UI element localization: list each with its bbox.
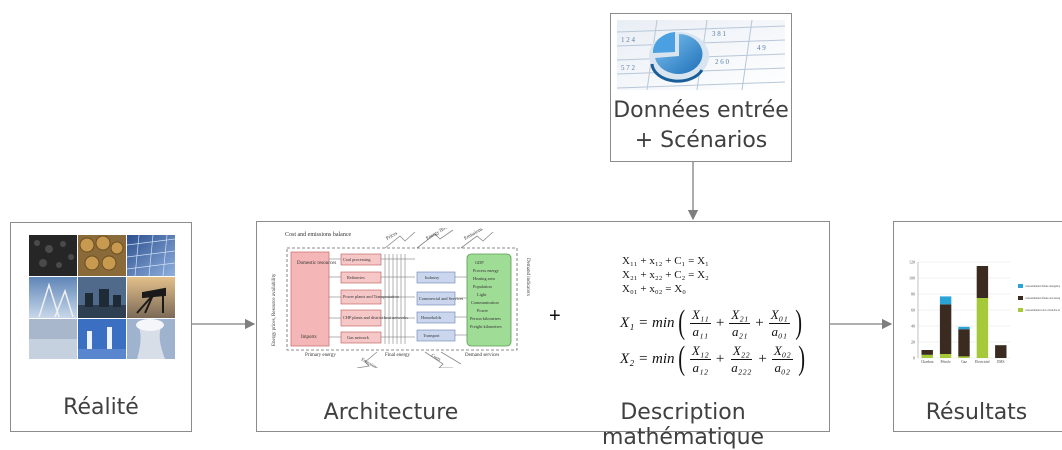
chart-legend-label: consommation finale énergétique (1025, 285, 1060, 288)
chart-legend-label: consommation finale non énergétique (1025, 297, 1060, 300)
svg-text:Prices: Prices (386, 231, 399, 241)
svg-text:Primary energy: Primary energy (305, 353, 336, 358)
arch-top-arrows (384, 229, 494, 249)
results-caption: Résultats (925, 400, 1028, 425)
chart-bar-segment (976, 298, 989, 358)
svg-text:Power plants and Transportatio: Power plants and Transportation (343, 294, 400, 299)
arch-frame (286, 247, 518, 351)
model-box: Cost and emissions balance Prices Energy… (256, 221, 830, 450)
chart-legend-swatch (1018, 284, 1023, 288)
equation-1: X₁₁ + x₁₂ + C₁ = X₁ (622, 255, 709, 267)
chart-bar-segment (958, 329, 970, 357)
svg-text:Power: Power (477, 308, 489, 313)
chart-bar-segment (995, 345, 1007, 358)
chart-ytick-label: 80 (911, 292, 915, 297)
balance-equations: X₁₁ + x₁₂ + C₁ = X₁ X₂₁ + x₂₂ + C₂ = X₂ … (622, 254, 709, 296)
svg-text:Light: Light (477, 292, 487, 297)
energy-photos-mosaic (29, 235, 175, 359)
svg-text:Energy flows: Energy flows (426, 228, 452, 242)
equation-3: X₀₁ + x₀₂ = X₀ (622, 283, 686, 295)
arch-process-boxes (340, 253, 382, 344)
architecture-caption: Architecture (323, 400, 459, 425)
svg-text:4 9: 4 9 (757, 44, 766, 52)
svg-text:Coal processing: Coal processing (343, 257, 371, 262)
svg-text:1 2 4: 1 2 4 (621, 36, 636, 44)
arch-sector-boxes (416, 271, 456, 342)
svg-text:5 7 2: 5 7 2 (621, 64, 636, 72)
svg-text:Freight kilometres: Freight kilometres (470, 324, 502, 329)
svg-text:Communication: Communication (471, 300, 500, 305)
chart-bar-segment (939, 304, 952, 354)
svg-text:Gas network: Gas network (347, 335, 370, 340)
svg-text:Households: Households (421, 315, 442, 320)
chart-bar-segment (921, 354, 933, 358)
svg-text:Commercial and Services: Commercial and Services (419, 296, 463, 301)
arch-services-block (466, 253, 512, 347)
chart-category-label: Charbon (921, 360, 934, 364)
reality-caption: Réalité (63, 395, 139, 420)
chart-category-label: EMS (997, 360, 1004, 364)
svg-text:Industry: Industry (425, 275, 440, 280)
svg-text:Energy prices, Resource availa: Energy prices, Resource availability (272, 273, 277, 346)
svg-text:Domestic resources: Domestic resources (297, 261, 336, 266)
chart-ytick-label: 0 (913, 356, 915, 361)
arch-domestic-block (290, 251, 330, 347)
svg-text:Population: Population (473, 284, 492, 289)
svg-text:Heating area: Heating area (473, 276, 495, 281)
chart-ytick-label: 120 (909, 260, 915, 265)
chart-legend-swatch (1018, 296, 1023, 300)
arch-connector-lines (329, 254, 415, 344)
svg-text:GDP: GDP (475, 260, 484, 265)
chart-bar-segment (958, 326, 970, 330)
svg-text:Refineries: Refineries (347, 275, 365, 280)
svg-text:Person kilometres: Person kilometres (470, 316, 501, 321)
svg-text:2 6 0: 2 6 0 (715, 58, 730, 66)
spreadsheet-chart-image: 1 2 45 7 2 3 8 12 6 04 9 (617, 20, 785, 90)
chart-category-label: Electricité (975, 360, 990, 364)
chart-bar-segment (958, 356, 970, 358)
chart-category-label: Gaz (961, 360, 967, 364)
svg-text:Final energy: Final energy (385, 353, 411, 358)
equation-2: X₂₁ + x₂₂ + C₂ = X₂ (622, 269, 709, 281)
chart-ytick-label: 20 (911, 340, 915, 345)
chart-bar-segment (921, 350, 933, 355)
architecture-diagram: Cost and emissions balance Prices Energy… (272, 228, 530, 368)
plus-sign: + (549, 305, 561, 327)
svg-text:Emissions: Emissions (361, 357, 380, 368)
svg-text:3 8 1: 3 8 1 (712, 30, 727, 38)
chart-bar-segment (976, 266, 989, 298)
svg-text:Process energy: Process energy (473, 268, 500, 273)
svg-text:CHP plants and district heat n: CHP plants and district heat networks (343, 315, 408, 320)
chart-bar-segment (939, 354, 952, 358)
svg-text:Demand services: Demand services (465, 353, 499, 358)
svg-text:Costs: Costs (431, 353, 442, 362)
chart-ytick-label: 100 (909, 276, 915, 281)
chart-category-label: Pétrole (941, 360, 952, 364)
chart-legend-label: consommation de la branche énergie (1025, 309, 1060, 312)
math-caption: Description mathématique (601, 400, 765, 450)
svg-text:Imports: Imports (301, 335, 317, 340)
arch-title: Cost and emissions balance (285, 232, 351, 238)
input-data-caption: Données entrée + Scénarios (613, 98, 789, 153)
svg-text:Demand indicators: Demand indicators (525, 258, 530, 296)
svg-text:Transport: Transport (423, 333, 440, 338)
reality-box: Réalité (10, 222, 192, 432)
chart-bar-segment (939, 296, 952, 305)
chart-ytick-label: 60 (911, 308, 915, 313)
chart-legend-swatch (1018, 308, 1023, 312)
chart-ytick-label: 40 (911, 324, 915, 329)
